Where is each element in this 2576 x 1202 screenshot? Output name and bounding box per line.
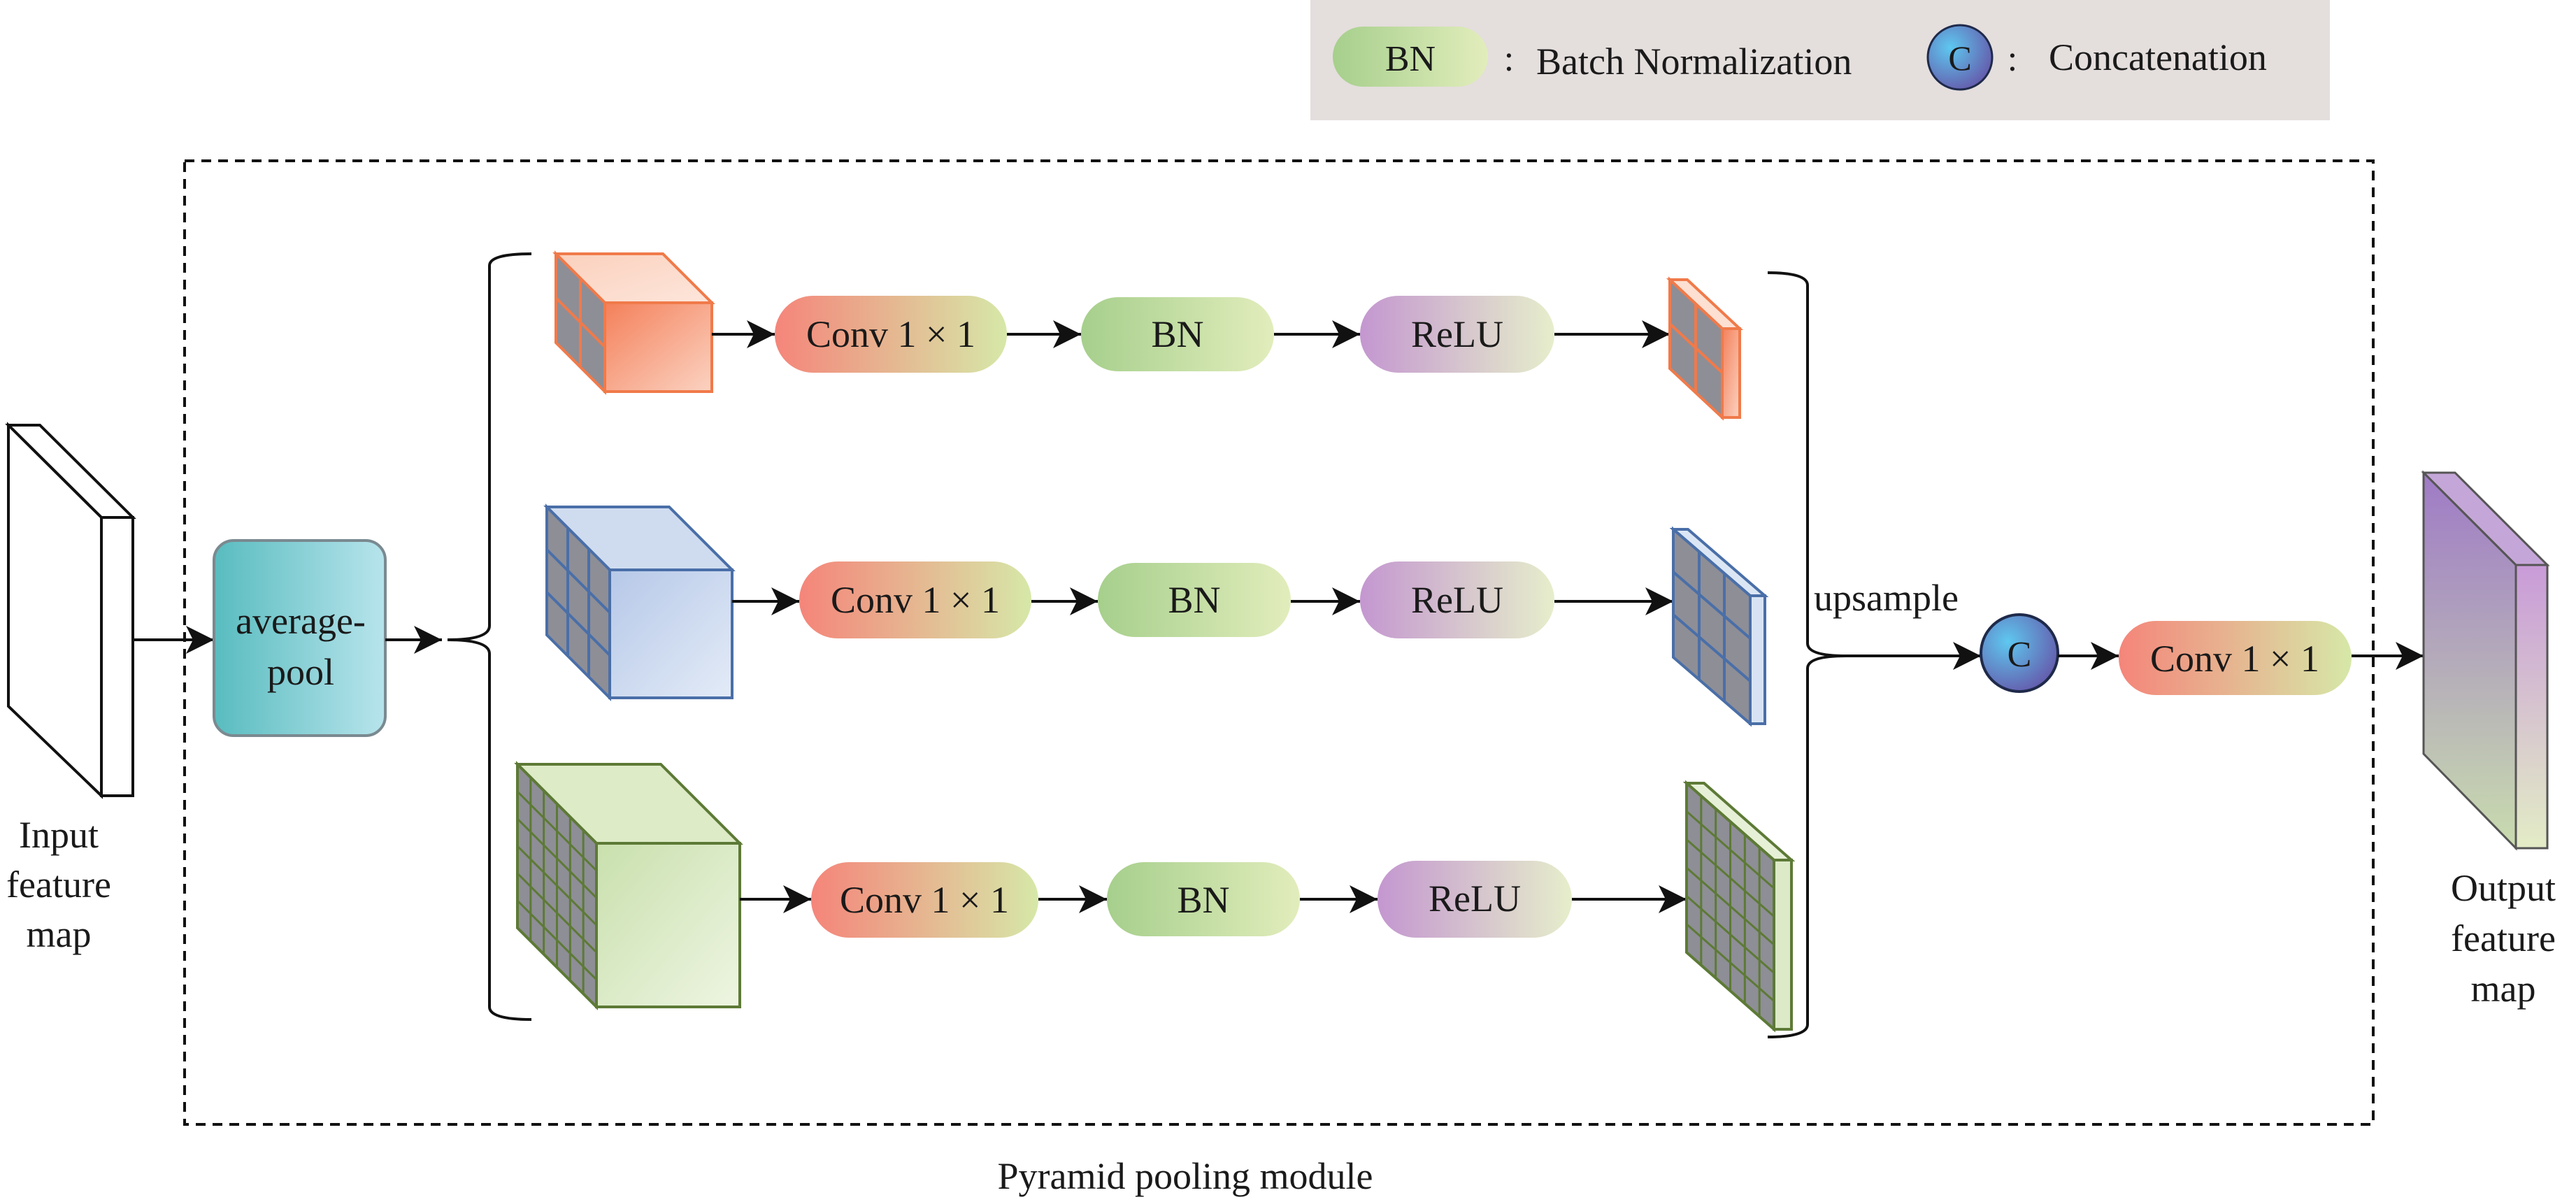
- average-pool-label-line-2: pool: [267, 651, 334, 693]
- upsample-label: upsample: [1814, 577, 1959, 619]
- legend-concat-token: C: [1948, 38, 1971, 78]
- module-caption: Pyramid pooling module: [998, 1155, 1373, 1197]
- branch-2-output-grid: [1669, 526, 1769, 727]
- concat-token: C: [2008, 635, 2032, 675]
- branch-3-bn-node: [1107, 862, 1300, 936]
- branch-2-input-cube: [543, 503, 736, 701]
- branch-2-relu-label: ReLU: [1411, 579, 1503, 621]
- output-feature-map: [2421, 470, 2550, 851]
- output-label-line-1: Output: [2451, 867, 2556, 909]
- branch-1-conv-label: Conv 1 × 1: [806, 313, 975, 355]
- legend: BN : Batch Normalization C : Concatenati…: [1310, 0, 2330, 120]
- branch-3-conv-node: [811, 862, 1038, 938]
- branch-2-relu-node: [1360, 561, 1554, 638]
- branch-3-relu-node: [1378, 861, 1572, 938]
- input-feature-map: [5, 422, 136, 799]
- branch-3-conv-label: Conv 1 × 1: [840, 879, 1009, 921]
- final-conv-node: [2119, 621, 2352, 695]
- legend-bn-pill: [1333, 27, 1488, 87]
- branch-1-conv-node: [775, 296, 1007, 373]
- branch-1-input-cube: [552, 250, 715, 395]
- branch-2-conv-label: Conv 1 × 1: [831, 579, 1000, 621]
- branch-1-relu-node: [1360, 296, 1554, 373]
- branch-2-bn-node: [1098, 563, 1291, 637]
- pyramid-pooling-module-border: [183, 159, 2375, 1126]
- branch-3-bn-label: BN: [1177, 879, 1229, 921]
- output-label-line-3: map: [2471, 968, 2536, 1010]
- legend-concat-separator: :: [2008, 39, 2017, 79]
- branch-1-output-grid: [1666, 276, 1744, 421]
- branch-1-relu-label: ReLU: [1411, 313, 1503, 355]
- legend-concat-description: Concatenation: [2049, 36, 2267, 78]
- average-pool-block: average- pool: [213, 539, 387, 737]
- average-pool-label-line-1: average-: [236, 600, 366, 642]
- branch-1-bn-node: [1081, 297, 1274, 371]
- left-brace: [447, 252, 532, 1021]
- output-label-line-2: feature: [2451, 917, 2556, 959]
- legend-bn-description: Batch Normalization: [1536, 41, 1852, 83]
- concat-node: C: [1980, 613, 2059, 693]
- input-label-line-2: feature: [6, 864, 111, 906]
- branch-3-input-cube: [514, 761, 743, 1010]
- input-label-line-1: Input: [19, 814, 99, 856]
- input-label-line-3: map: [27, 913, 92, 955]
- branch-3-output-grid: [1682, 780, 1796, 1033]
- final-conv-label: Conv 1 × 1: [2150, 638, 2319, 680]
- legend-bn-token: BN: [1385, 39, 1436, 79]
- branch-2-bn-label: BN: [1168, 579, 1220, 621]
- legend-concat-circle: [1926, 24, 1994, 91]
- legend-bn-separator: :: [1504, 39, 1514, 79]
- branch-1-bn-label: BN: [1151, 313, 1203, 355]
- branch-2-conv-node: [799, 561, 1031, 638]
- branch-3-relu-label: ReLU: [1429, 878, 1521, 920]
